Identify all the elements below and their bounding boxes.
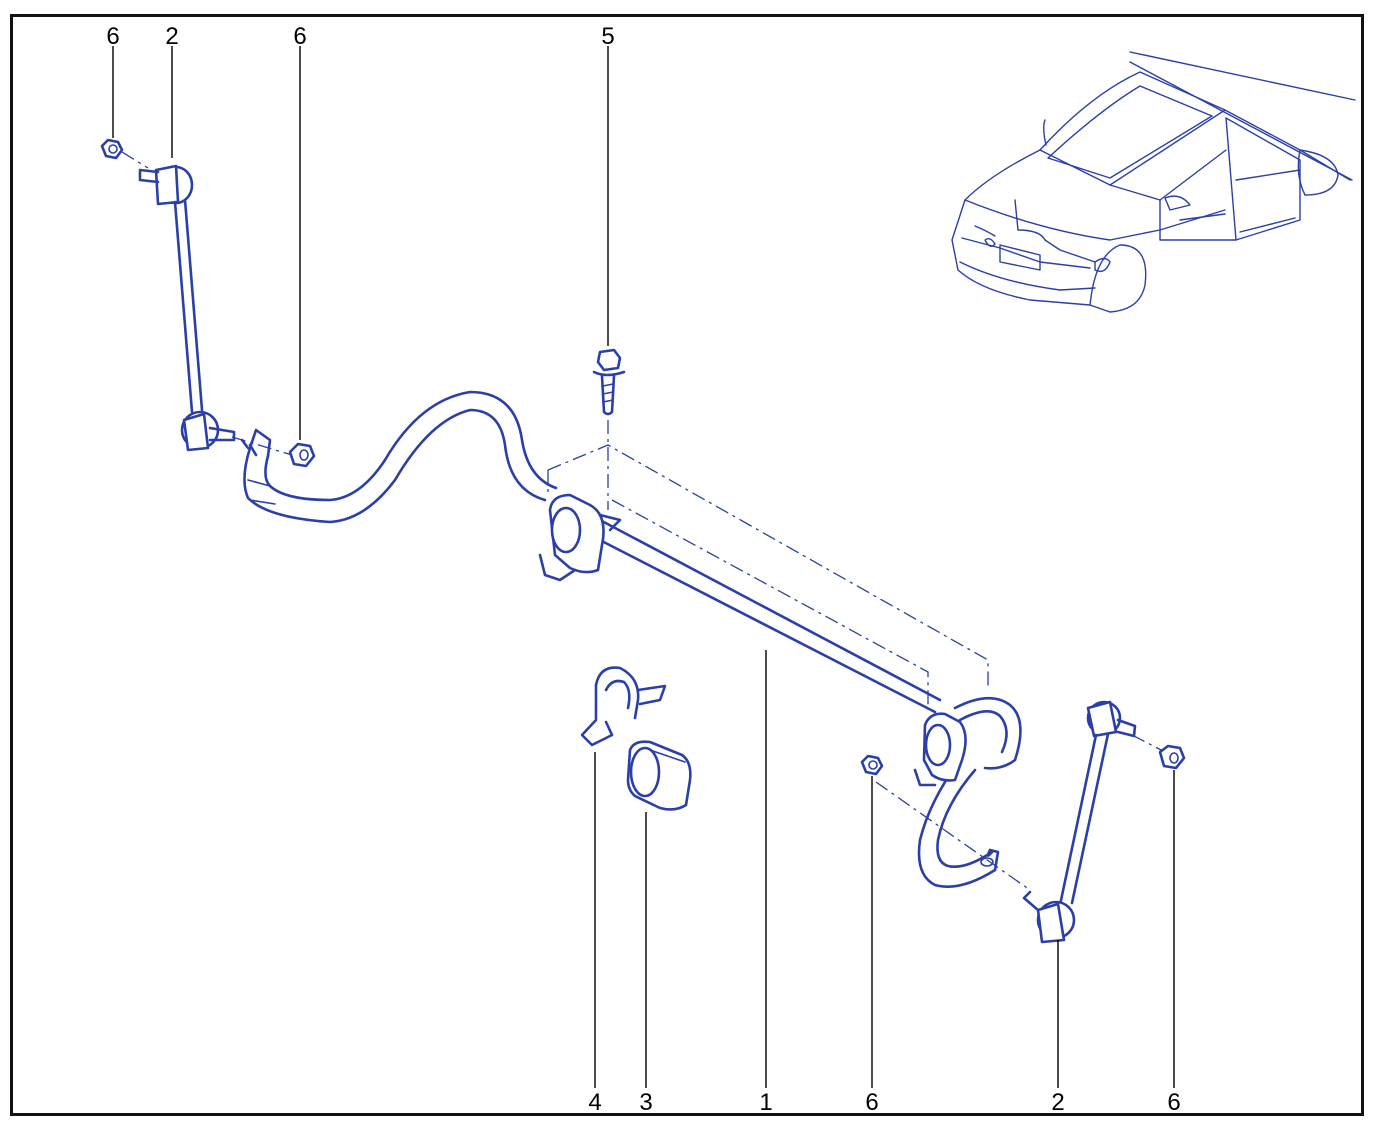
nut-top-mid [288,442,316,468]
nut-bottom-mid [860,754,884,776]
left-bar-bush [538,493,622,582]
clamp [580,666,667,747]
nut-top-left [100,138,124,160]
callout-labels: 6 2 6 5 4 3 1 6 2 6 [106,23,1180,1116]
diagram-frame [10,14,1364,1116]
callout-bolt: 5 [601,23,614,50]
link-rod-right [1022,700,1137,944]
right-bar-bush [913,712,967,787]
link-rod-left [138,164,258,457]
callout-nut-bottom: 6 [865,1089,878,1116]
callout-bush: 3 [639,1089,652,1116]
nut-bottom-right [1158,744,1186,770]
bush [626,740,692,811]
leader-lines [112,46,1175,1088]
callout-link-bottom: 2 [1051,1089,1064,1116]
bolt [592,348,626,416]
callout-nut-bottom-right: 6 [1167,1089,1180,1116]
callout-clamp: 4 [588,1089,601,1116]
callout-bar: 1 [759,1089,772,1116]
callout-nut-top-mid: 6 [293,23,306,50]
stabiliser-bar [243,390,1022,888]
callout-link-top-left: 2 [165,23,178,50]
vehicle-illustration [951,51,1356,313]
callout-nut-top-left: 6 [106,23,119,50]
